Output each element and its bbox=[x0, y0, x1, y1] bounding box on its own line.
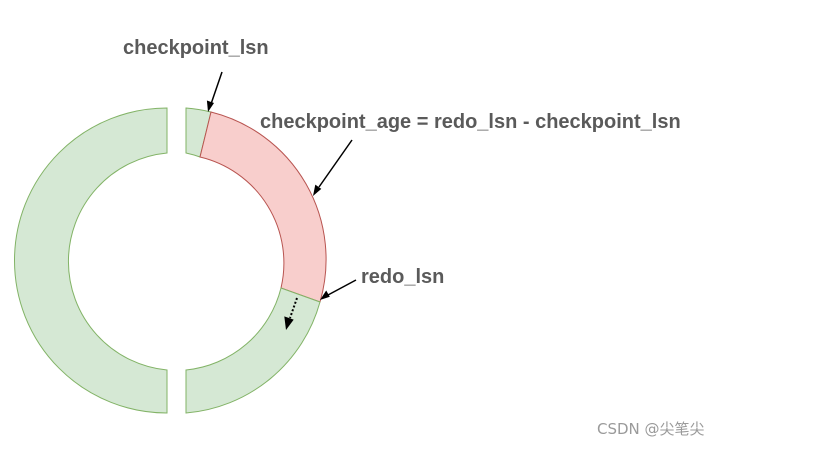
checkpoint-lsn-label: checkpoint_lsn bbox=[123, 37, 269, 59]
redo-lsn-arrow bbox=[327, 279, 357, 296]
watermark-text: CSDN @尖笔尖 bbox=[597, 420, 705, 438]
checkpoint-age-segment bbox=[199, 111, 327, 303]
redo-lsn-arrowhead bbox=[320, 290, 330, 300]
checkpoint-lsn-arrowhead bbox=[206, 100, 214, 112]
checkpoint-age-arrowhead bbox=[313, 184, 322, 196]
ring-right-bottom-segment bbox=[185, 287, 321, 414]
checkpoint-age-label: checkpoint_age = redo_lsn - checkpoint_l… bbox=[260, 111, 681, 133]
advance-direction-arrow bbox=[289, 297, 298, 319]
redo-lsn-label: redo_lsn bbox=[361, 266, 444, 288]
ring-left-segment bbox=[14, 107, 168, 414]
checkpoint-lsn-arrow bbox=[210, 71, 223, 105]
checkpoint-age-arrow bbox=[318, 139, 353, 188]
advance-direction-arrowhead bbox=[284, 316, 294, 330]
